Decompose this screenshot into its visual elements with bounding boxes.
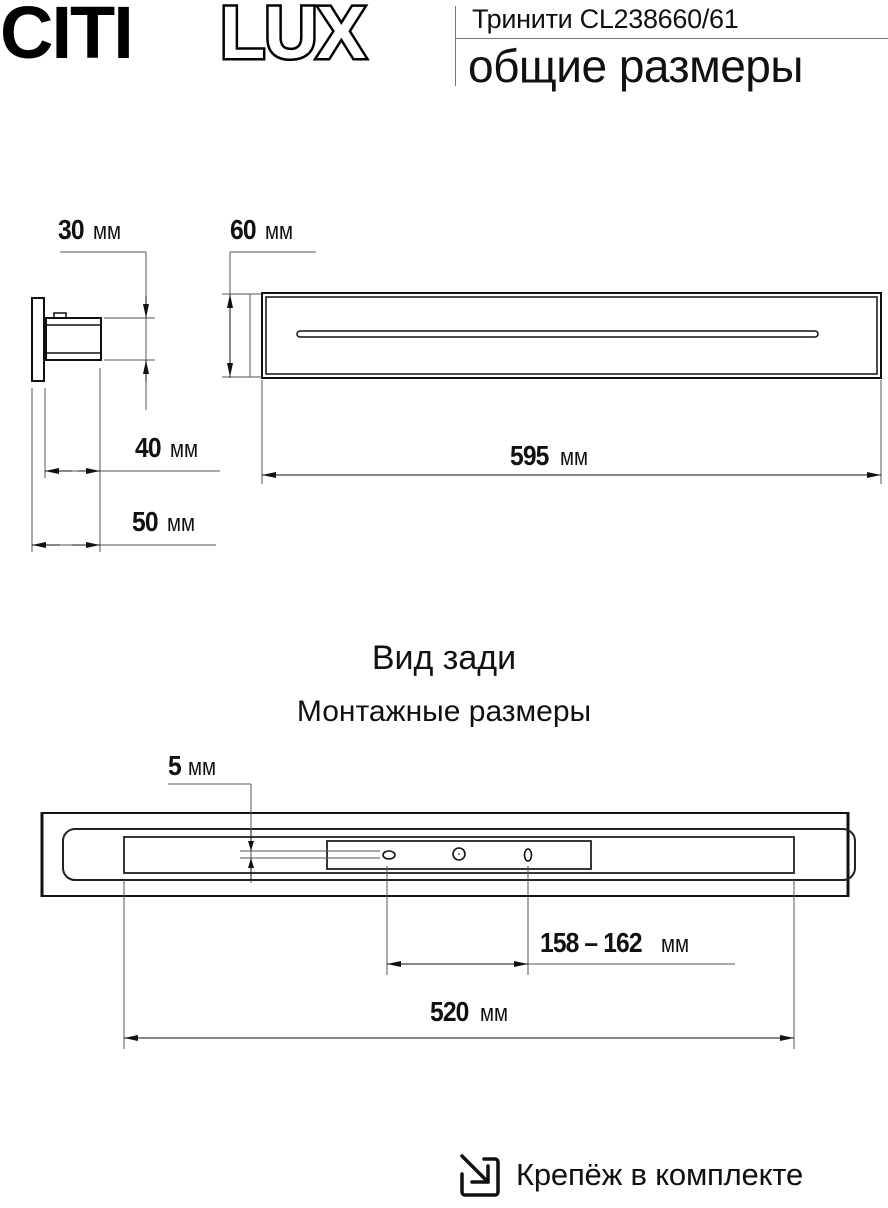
footer-text: Крепёж в комплекте: [516, 1157, 803, 1192]
side-view: [31, 251, 220, 552]
dim-label-5mm: 5 мм: [168, 750, 217, 781]
rear-view-title: Вид зади: [371, 639, 517, 677]
dim-label-60mm: 60 мм: [230, 214, 293, 245]
logo-solid-text: CITI: [0, 2, 132, 64]
dim-label-40mm: 40 мм: [135, 432, 198, 463]
rear-view: [40, 783, 856, 1049]
header-divider: [455, 38, 888, 39]
mounting-included-note: Крепёж в комплекте: [458, 1150, 803, 1200]
front-view: [222, 251, 882, 484]
rear-view-subtitle: Монтажные размеры: [296, 695, 592, 728]
dim-label-595mm: 595 мм: [510, 440, 588, 471]
model-name: Тринити CL238660/61: [472, 4, 739, 34]
dim-label-158-162mm: 158 – 162 мм: [540, 927, 690, 958]
dim-label-30mm: 30 мм: [58, 214, 121, 245]
arrow-down-right-into-box-icon: [460, 1154, 500, 1197]
citilux-logo: CITI LUX: [0, 2, 369, 64]
page-subtitle: общие размеры: [468, 40, 803, 92]
dim-label-520mm: 520 мм: [430, 996, 508, 1027]
header-separator: [455, 6, 456, 86]
dim-label-50mm: 50 мм: [132, 506, 195, 537]
logo-outline-text: LUX: [220, 2, 366, 64]
